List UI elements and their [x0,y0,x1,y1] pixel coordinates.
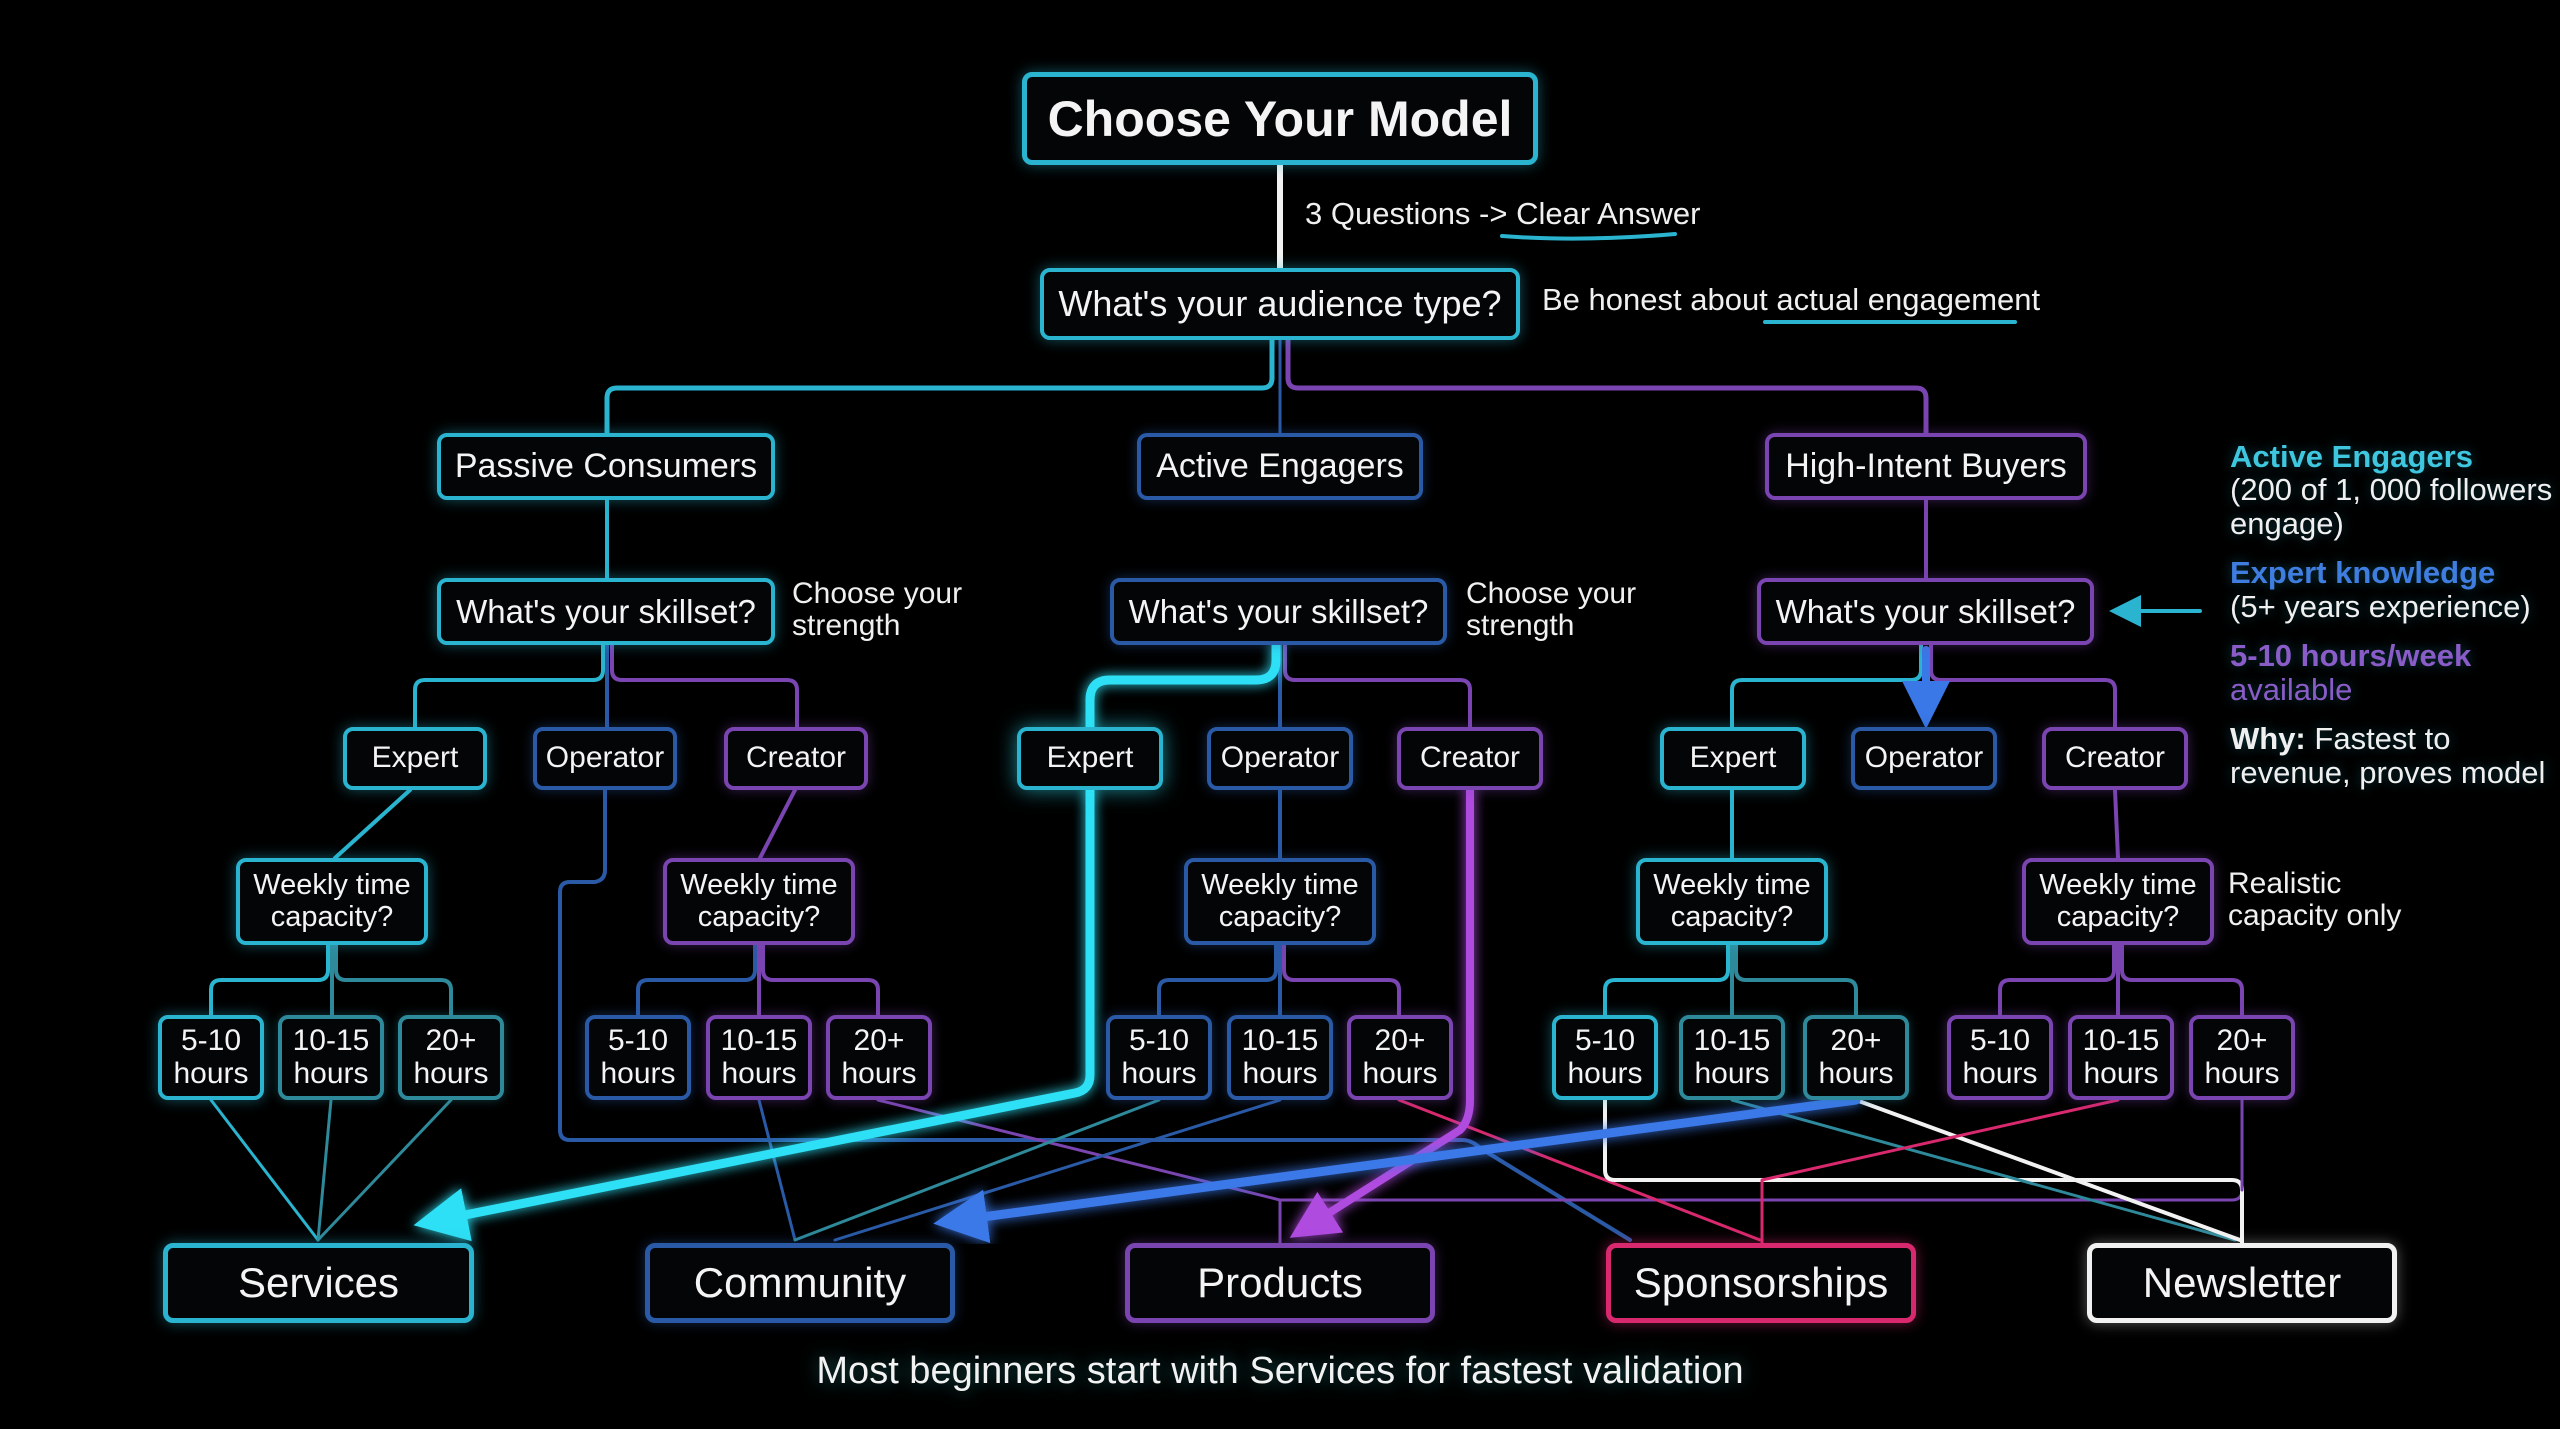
branch-active-engagers[interactable]: Active Engagers [1137,433,1423,500]
role-creator-active[interactable]: Creator [1397,727,1543,790]
outcome-community[interactable]: Community [645,1243,955,1323]
wire-audience-highintent [1285,337,1929,436]
title-box: Choose Your Model [1022,72,1538,165]
skillset-question-active[interactable]: What's your skillset? [1110,578,1447,645]
wire-left-expert [413,643,605,729]
legend-item: Why: Fastest to revenue, proves model [2230,721,2546,790]
hours-option[interactable]: 20+hours [1347,1015,1453,1100]
outcome-newsletter[interactable]: Newsletter [2087,1243,2397,1323]
wire-left-operator-route [558,788,1632,1242]
hours-option[interactable]: 20+hours [826,1015,932,1100]
outcome-products[interactable]: Products [1125,1243,1435,1323]
legend-item: Active Engagers (200 of 1, 000 followers… [2230,439,2560,541]
outcome-services[interactable]: Services [163,1243,474,1323]
audience-note-emphasis: actual engagement [1776,282,2041,317]
hours-option[interactable]: 20+hours [398,1015,504,1100]
wire-right-creator-weekly [2113,788,2120,860]
arrow-active-creator-to-products [1289,786,1474,1238]
audience-note: Be honest about actual engagement [1542,282,2041,317]
subtitle-emphasis: Clear Answer [1516,196,1701,231]
weekly-note: Realistic capacity only [2228,867,2402,933]
wire-right-creator [1929,643,2117,729]
role-operator-passive[interactable]: Operator [533,727,677,790]
page-title: Choose Your Model [1047,90,1513,147]
legend-heading: 5-10 hours/week [2230,638,2472,674]
skillset-question-passive[interactable]: What's your skillset? [437,578,775,645]
role-operator-active[interactable]: Operator [1207,727,1353,790]
wire-right-expert [1730,643,1923,729]
branch-high-intent-buyers[interactable]: High-Intent Buyers [1765,433,2087,500]
legend-item: Expert knowledge (5+ years experience) [2230,556,2560,623]
wire-audience-passive [604,337,1275,436]
hours-option[interactable]: 20+hours [2189,1015,2295,1100]
skillset-note-passive: Choose your strength [792,577,963,643]
underline-clear-answer [1500,232,1677,241]
wire-left-creator-weekly [758,788,797,860]
role-creator-passive[interactable]: Creator [724,727,868,790]
recommendation-legend: Active Engagers (200 of 1, 000 followers… [2230,440,2560,805]
arrow-active-expert-to-services [440,640,1281,1220]
audience-question-box[interactable]: What's your audience type? [1040,268,1520,340]
role-expert-high-intent[interactable]: Expert [1660,727,1806,790]
legend-heading: Active Engagers [2230,439,2473,474]
role-creator-high-intent[interactable]: Creator [2042,727,2188,790]
legend-heading: Why: [2230,721,2306,757]
role-expert-passive[interactable]: Expert [343,727,487,790]
wire-mid-creator [1283,643,1472,729]
skillset-note-active: Choose your strength [1466,577,1637,643]
legend-item: 5-10 hours/week available [2230,639,2560,706]
wire-left-creator [610,643,799,729]
subtitle-note: 3 Questions -> Clear Answer [1305,196,1701,231]
legend-heading: Expert knowledge [2230,555,2496,591]
branch-passive-consumers[interactable]: Passive Consumers [437,433,775,500]
role-operator-high-intent[interactable]: Operator [1851,727,1997,790]
wire-left-expert-weekly [333,788,412,860]
footer-caption: Most beginners start with Services for f… [816,1350,1744,1392]
role-expert-active[interactable]: Expert [1017,727,1163,790]
hours-option[interactable]: 20+hours [1803,1015,1909,1100]
skillset-question-high-intent[interactable]: What's your skillset? [1757,578,2094,645]
outcome-sponsorships[interactable]: Sponsorships [1606,1243,1916,1323]
arrow-20plus-to-community [933,1095,1861,1244]
